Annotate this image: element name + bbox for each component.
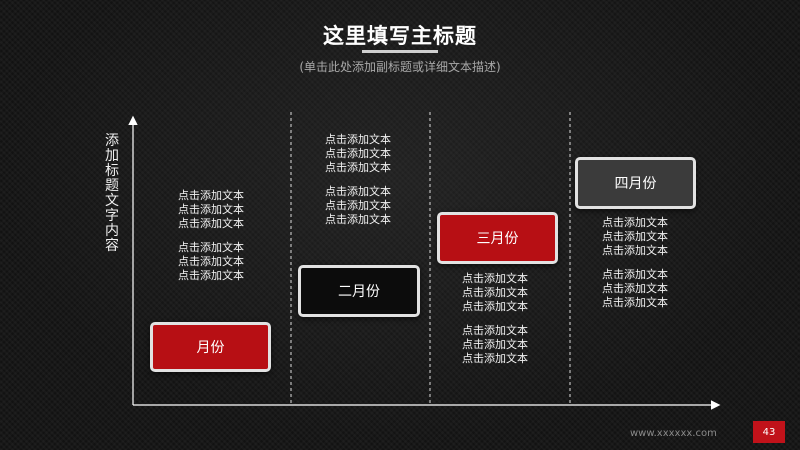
text-line: 点击添加文本: [325, 147, 391, 160]
page-subtitle: (单击此处添加副标题或详细文本描述): [299, 60, 501, 74]
text-block[interactable]: 点击添加文本 点击添加文本 点击添加文本 点击添加文本 点击添加文本 点击添加文…: [580, 216, 690, 310]
text-line: 点击添加文本: [602, 296, 668, 309]
text-line: 点击添加文本: [462, 272, 528, 285]
text-line: 点击添加文本: [462, 300, 528, 313]
page-number-badge: 43: [753, 421, 785, 443]
text-line: 点击添加文本: [178, 217, 244, 230]
text-block[interactable]: 点击添加文本 点击添加文本 点击添加文本 点击添加文本 点击添加文本 点击添加文…: [440, 272, 550, 366]
month-box[interactable]: 月份: [150, 322, 271, 372]
month-box[interactable]: 四月份: [575, 157, 696, 209]
text-line: 点击添加文本: [462, 338, 528, 351]
text-line: 点击添加文本: [602, 268, 668, 281]
page-title: 这里填写主标题: [323, 24, 477, 48]
text-line: 点击添加文本: [602, 282, 668, 295]
text-line: 点击添加文本: [325, 161, 391, 174]
y-axis-label: 添加标题文字内容: [105, 133, 119, 254]
text-block[interactable]: 点击添加文本 点击添加文本 点击添加文本 点击添加文本 点击添加文本 点击添加文…: [156, 189, 266, 283]
title-underline: [362, 50, 438, 53]
text-line: 点击添加文本: [325, 199, 391, 212]
text-line: 点击添加文本: [178, 269, 244, 282]
text-line: 点击添加文本: [325, 213, 391, 226]
text-line: 点击添加文本: [462, 352, 528, 365]
text-line: 点击添加文本: [602, 230, 668, 243]
text-line: 点击添加文本: [178, 203, 244, 216]
month-box[interactable]: 三月份: [437, 212, 558, 264]
text-line: 点击添加文本: [462, 324, 528, 337]
text-line: 点击添加文本: [602, 244, 668, 257]
text-block[interactable]: 点击添加文本 点击添加文本 点击添加文本 点击添加文本 点击添加文本 点击添加文…: [303, 133, 413, 227]
text-line: 点击添加文本: [178, 255, 244, 268]
text-line: 点击添加文本: [178, 241, 244, 254]
month-box[interactable]: 二月份: [298, 265, 420, 317]
text-line: 点击添加文本: [602, 216, 668, 229]
text-line: 点击添加文本: [325, 133, 391, 146]
text-line: 点击添加文本: [325, 185, 391, 198]
text-line: 点击添加文本: [178, 189, 244, 202]
footer-url[interactable]: www.xxxxxx.com: [630, 428, 717, 439]
text-line: 点击添加文本: [462, 286, 528, 299]
